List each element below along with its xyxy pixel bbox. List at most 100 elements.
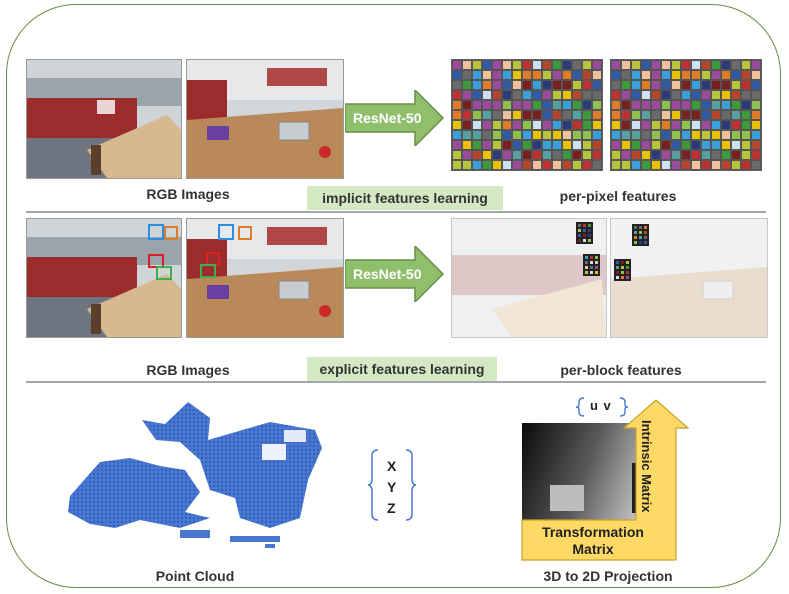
feature-cell [621,110,631,120]
feature-cell [701,60,711,70]
feature-cell [502,60,512,70]
feature-cell [625,260,630,265]
feature-cell [638,240,643,245]
feature-cell [681,130,691,140]
feature-cell [620,265,625,270]
feature-cell [641,130,651,140]
feature-cell [472,100,482,110]
feature-cell [452,120,462,130]
rgb-image-3 [26,218,182,338]
feature-cell [611,90,621,100]
feature-cell [502,100,512,110]
feature-cell [671,130,681,140]
xyz-braces [368,449,417,521]
feature-cell [701,140,711,150]
per-pixel-feature-grid-1 [451,59,603,171]
feature-cell [651,150,661,160]
implicit-method-label: implicit features learning [307,186,503,210]
feature-cell [532,110,542,120]
feature-cell [701,120,711,130]
feature-cell [633,235,638,240]
feature-cell [592,70,602,80]
feature-cell [671,150,681,160]
feature-cell [691,140,701,150]
feature-cell [552,140,562,150]
feature-cell [582,120,592,130]
feature-cell [592,100,602,110]
feature-cell [661,150,671,160]
feature-cell [462,90,472,100]
feature-cell [572,100,582,110]
row-divider-1 [26,211,766,213]
feature-cell [592,110,602,120]
feature-cell [492,90,502,100]
feature-cell [751,70,761,80]
feature-cell [592,130,602,140]
feature-cell [621,140,631,150]
feature-cell [502,150,512,160]
feature-cell [472,160,482,170]
feature-cell [701,70,711,80]
feature-cell [721,150,731,160]
feature-cell [492,120,502,130]
feature-cell [751,140,761,150]
feature-cell [651,120,661,130]
per-pixel-caption: per-pixel features [559,188,677,204]
feature-cell [731,80,741,90]
feature-cell [582,70,592,80]
feature-cell [701,130,711,140]
feature-cell [542,70,552,80]
feature-cell [472,110,482,120]
coord-z: Z [387,500,396,516]
feature-cell [611,120,621,130]
feature-cell [577,223,582,228]
feature-cell [691,150,701,160]
feature-cell [671,160,681,170]
feature-cell [643,225,648,230]
feature-cell [691,120,701,130]
feature-cell [711,110,721,120]
feature-cell [631,100,641,110]
feature-cell [651,130,661,140]
feature-cell [472,80,482,90]
feature-cell [711,90,721,100]
office-scene-photo-with-blocks [187,219,343,337]
feature-cell [721,130,731,140]
feature-cell [452,160,462,170]
feature-cell [681,120,691,130]
feature-cell [582,160,592,170]
feature-cell [542,130,552,140]
feature-cell [701,90,711,100]
feature-cell [562,130,572,140]
resnet-label-2: ResNet-50 [353,266,422,282]
feature-cell [512,90,522,100]
feature-cell [512,80,522,90]
feature-cell [671,100,681,110]
feature-cell [522,130,532,140]
feature-cell [625,275,630,280]
feature-cell [631,70,641,80]
feature-cell [681,160,691,170]
feature-cell [492,70,502,80]
feature-cell [542,110,552,120]
transformation-label-line-2: Matrix [572,541,614,557]
feature-cell [731,70,741,80]
feature-cell [577,233,582,238]
feature-cell [512,150,522,160]
feature-cell [611,110,621,120]
feature-cell [532,140,542,150]
feature-cell [552,120,562,130]
feature-cell [651,100,661,110]
feature-cell [681,110,691,120]
feature-cell [751,160,761,170]
feature-cell [462,100,472,110]
feature-cell [592,90,602,100]
feature-cell [584,265,589,270]
feature-cell [631,160,641,170]
feature-cell [472,90,482,100]
figure-frame [6,4,781,588]
feature-cell [731,90,741,100]
feature-cell [562,140,572,150]
feature-cell [552,130,562,140]
feature-cell [651,70,661,80]
